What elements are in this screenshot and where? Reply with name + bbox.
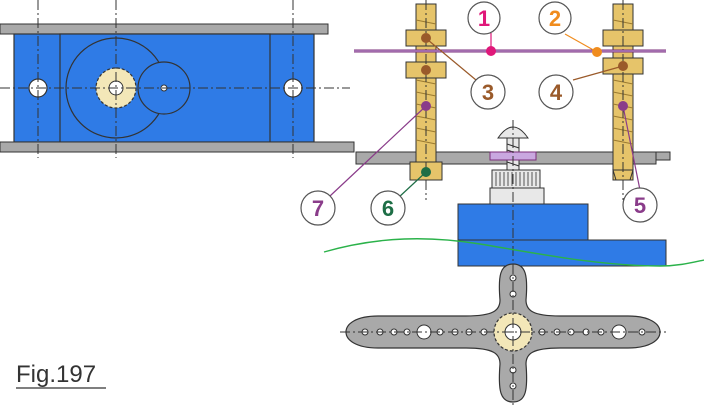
marker-3b: [421, 65, 431, 75]
lower-servo-body: [457, 203, 589, 241]
right-assembly: [355, 120, 671, 272]
callout-number: 1: [478, 6, 490, 31]
callout-6: 6: [370, 190, 406, 226]
left-servo: [0, 0, 355, 158]
callout-number: 3: [482, 80, 494, 105]
spline-teeth: [495, 172, 537, 186]
bracket-step: [655, 151, 671, 161]
callout-3: 3: [470, 74, 506, 110]
callout-number: 6: [382, 196, 394, 221]
lower-servo-base: [457, 239, 667, 267]
callout-4: 4: [538, 74, 574, 110]
callout-number: 7: [312, 196, 324, 221]
callout-1: 1: [467, 1, 501, 35]
break-line: [323, 238, 704, 267]
servo-horn: [340, 263, 666, 406]
callout-5: 5: [622, 187, 658, 223]
leader-lines: [329, 33, 641, 199]
bottom-plate: [0, 141, 355, 153]
figure-label: Fig.197: [16, 361, 96, 388]
horn-screw-head: [497, 126, 529, 139]
callout-2: 2: [538, 1, 572, 35]
callout-number: 2: [549, 6, 561, 31]
top-plate: [0, 23, 329, 35]
lower-servo-neck: [489, 187, 545, 205]
callout-number: 4: [550, 80, 563, 105]
callout-7: 7: [300, 190, 336, 226]
callout-number: 5: [634, 193, 646, 218]
